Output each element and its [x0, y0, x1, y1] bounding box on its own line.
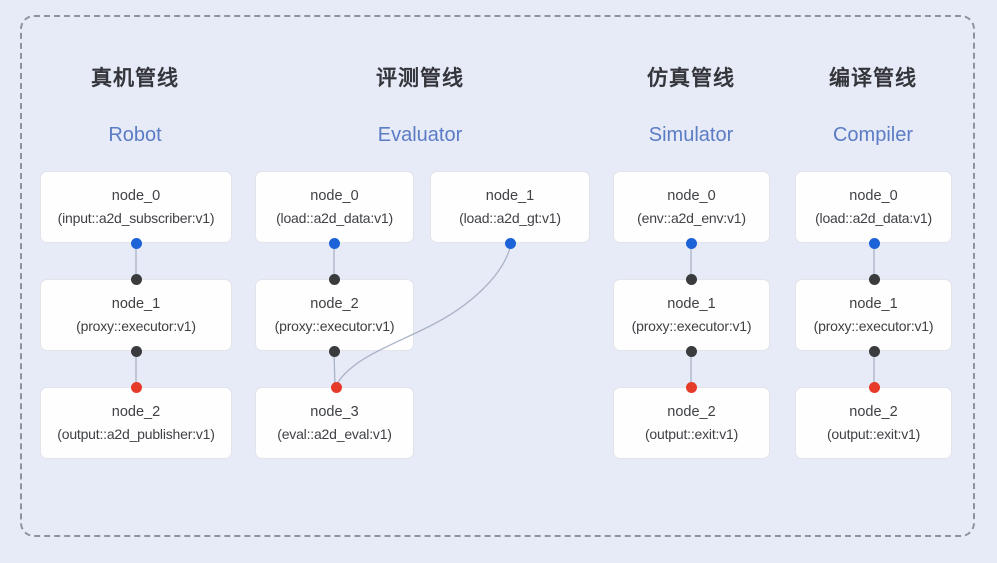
pipeline-title-compiler: 编译管线: [829, 67, 917, 90]
pipeline-title-evaluator: 评测管线: [376, 67, 464, 90]
node-impl: (proxy::executor:v1): [631, 318, 752, 334]
node-name: node_1: [111, 296, 161, 312]
node-name: node_1: [485, 188, 535, 204]
node-box-compiler-0: node_0 (load::a2d_data:v1): [795, 171, 952, 243]
input-port-dot-black: [685, 273, 697, 285]
node-impl: (load::a2d_data:v1): [815, 210, 932, 226]
output-port-dot-blue: [868, 237, 880, 249]
input-port-dot-black: [868, 273, 880, 285]
node-box-evaluator-0: node_0 (load::a2d_data:v1): [255, 171, 414, 243]
node-impl: (output::exit:v1): [644, 426, 739, 442]
input-port-dot-red: [685, 381, 697, 393]
node-name: node_1: [849, 296, 898, 312]
input-port-dot-black: [130, 273, 142, 285]
input-port-dot-red: [330, 381, 342, 393]
output-port-dot-black: [328, 345, 340, 357]
node-box-compiler-2: node_2 (output::exit:v1): [795, 387, 952, 459]
node-box-simulator-1: node_1 (proxy::executor:v1): [613, 279, 770, 351]
node-impl: (proxy::executor:v1): [813, 318, 934, 334]
node-box-robot-1: node_1 (proxy::executor:v1): [40, 279, 232, 351]
node-box-evaluator-2: node_2 (proxy::executor:v1): [255, 279, 414, 351]
node-impl: (eval::a2d_eval:v1): [277, 426, 392, 442]
output-port-dot-blue: [504, 237, 516, 249]
node-name: node_2: [111, 404, 161, 420]
pipeline-subtitle-evaluator: Evaluator: [377, 124, 463, 146]
pipeline-title-simulator: 仿真管线: [647, 67, 735, 90]
node-box-evaluator-1: node_1 (load::a2d_gt:v1): [430, 171, 590, 243]
pipeline-title-robot: 真机管线: [91, 67, 179, 90]
node-impl: (proxy::executor:v1): [274, 318, 395, 334]
node-box-simulator-0: node_0 (env::a2d_env:v1): [613, 171, 770, 243]
node-name: node_2: [310, 296, 359, 312]
input-port-dot-red: [868, 381, 880, 393]
pipeline-subtitle-robot: Robot: [108, 124, 162, 146]
output-port-dot-black: [868, 345, 880, 357]
input-port-dot-red: [130, 381, 142, 393]
node-impl: (input::a2d_subscriber:v1): [57, 210, 215, 226]
node-name: node_3: [310, 404, 359, 420]
input-port-dot-black: [328, 273, 340, 285]
node-impl: (load::a2d_gt:v1): [459, 210, 561, 226]
output-port-dot-blue: [685, 237, 697, 249]
node-impl: (load::a2d_data:v1): [276, 210, 393, 226]
dashed-border-frame: [20, 15, 975, 537]
output-port-dot-blue: [328, 237, 340, 249]
node-name: node_1: [667, 296, 716, 312]
output-port-dot-blue: [130, 237, 142, 249]
node-box-evaluator-3: node_3 (eval::a2d_eval:v1): [255, 387, 414, 459]
node-impl: (env::a2d_env:v1): [637, 210, 746, 226]
node-box-robot-2: node_2 (output::a2d_publisher:v1): [40, 387, 232, 459]
node-name: node_0: [310, 188, 359, 204]
node-name: node_0: [667, 188, 716, 204]
node-box-compiler-1: node_1 (proxy::executor:v1): [795, 279, 952, 351]
pipeline-subtitle-simulator: Simulator: [648, 124, 734, 146]
pipeline-subtitle-compiler: Compiler: [832, 124, 914, 146]
node-impl: (proxy::executor:v1): [76, 318, 196, 334]
node-name: node_2: [849, 404, 898, 420]
output-port-dot-black: [685, 345, 697, 357]
node-name: node_0: [111, 188, 161, 204]
output-port-dot-black: [130, 345, 142, 357]
node-box-simulator-2: node_2 (output::exit:v1): [613, 387, 770, 459]
node-impl: (output::exit:v1): [826, 426, 921, 442]
node-box-robot-0: node_0 (input::a2d_subscriber:v1): [40, 171, 232, 243]
node-name: node_0: [849, 188, 898, 204]
node-name: node_2: [667, 404, 716, 420]
node-impl: (output::a2d_publisher:v1): [57, 426, 215, 442]
